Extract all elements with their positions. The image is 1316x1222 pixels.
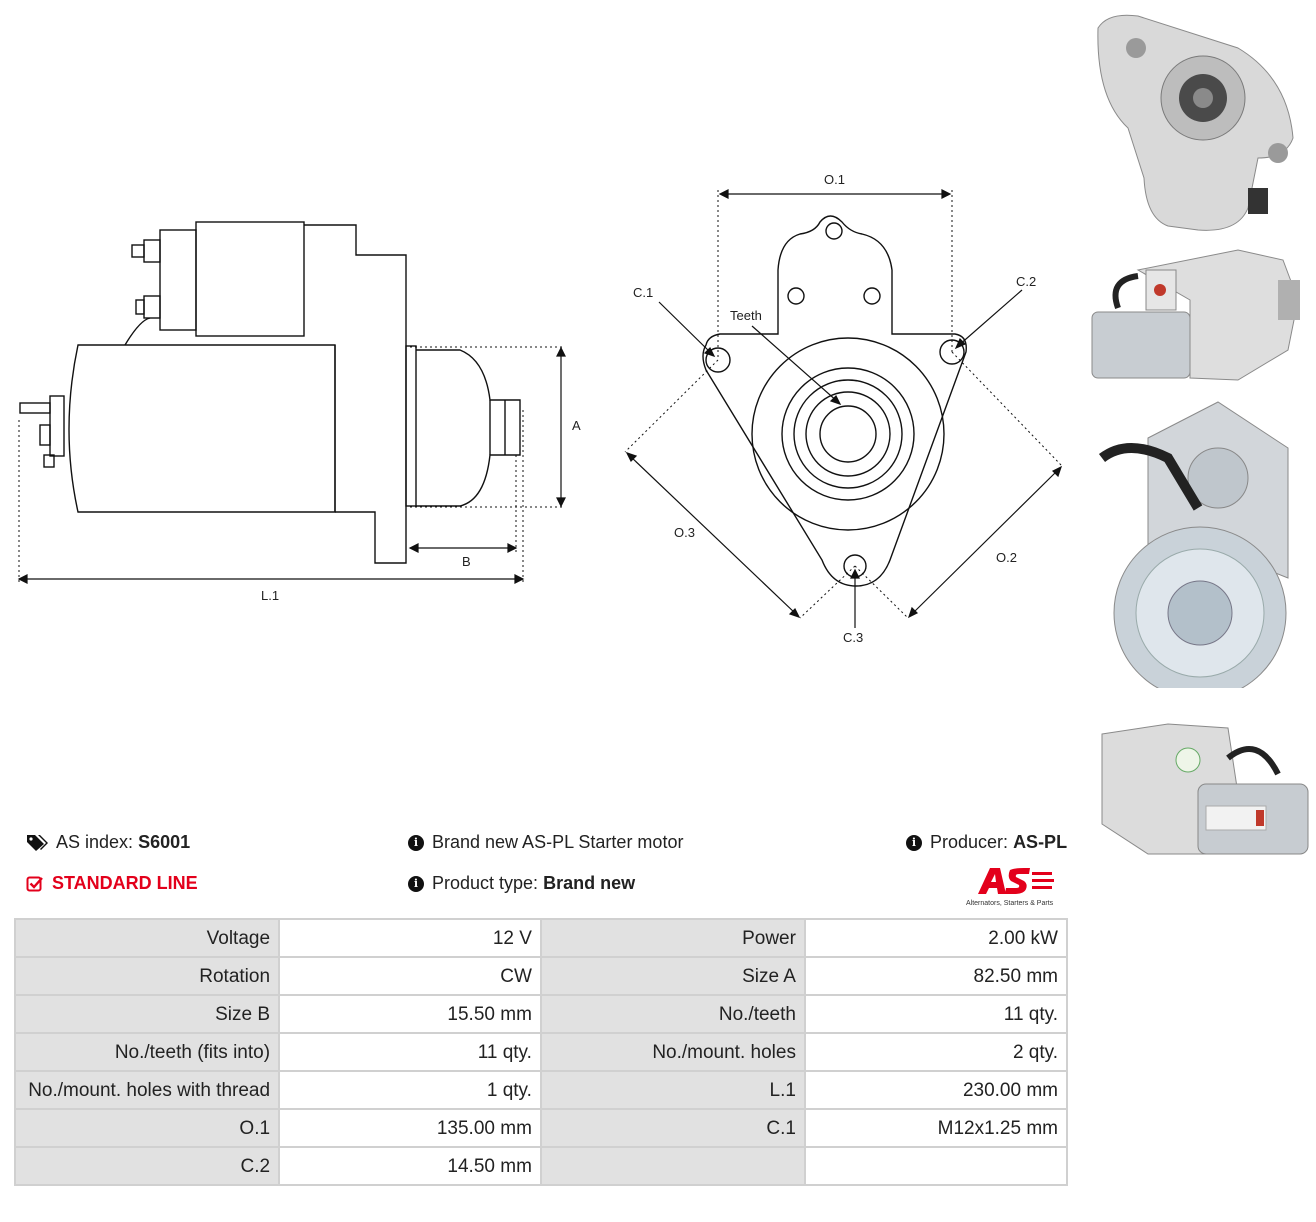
- product-type-value: Brand new: [543, 873, 636, 893]
- as-index-value: S6001: [138, 832, 191, 852]
- as-pl-logo-mark: Alternators, Starters & Parts: [966, 868, 1054, 907]
- dimension-b-label: B: [462, 554, 471, 569]
- dimension-a-label: A: [572, 418, 581, 433]
- spec-value: 11 qty.: [280, 1034, 542, 1072]
- spec-value: [805, 1148, 1068, 1186]
- spec-value: 2.00 kW: [805, 918, 1068, 958]
- starter-side-view-photo[interactable]: [1088, 240, 1310, 388]
- tags-icon: [27, 834, 48, 851]
- spec-label: No./teeth (fits into): [14, 1034, 281, 1072]
- check-square-icon: [26, 876, 43, 891]
- spec-value: 14.50 mm: [280, 1148, 542, 1186]
- dimension-o3-label: O.3: [674, 525, 695, 540]
- spec-label: Voltage: [14, 918, 281, 958]
- info-icon: i: [408, 834, 424, 851]
- spec-value: 82.50 mm: [805, 958, 1068, 996]
- spec-value: 15.50 mm: [280, 996, 542, 1034]
- spec-label: Size B: [14, 996, 281, 1034]
- description-row: i Brand new AS-PL Starter motor: [408, 832, 683, 853]
- logo-tagline: Alternators, Starters & Parts: [966, 900, 1054, 907]
- as-pl-logo: Alternators, Starters & Parts: [964, 864, 1068, 908]
- spec-label: [541, 1148, 806, 1186]
- dimension-o2-label: O.2: [996, 550, 1017, 565]
- spec-label: O.1: [14, 1110, 281, 1148]
- spec-value: 2 qty.: [805, 1034, 1068, 1072]
- spec-label: Power: [541, 918, 806, 958]
- spec-label: Rotation: [14, 958, 281, 996]
- producer-row: i Producer: AS-PL: [906, 832, 1067, 853]
- spec-label: Size A: [541, 958, 806, 996]
- spec-value: 11 qty.: [805, 996, 1068, 1034]
- spec-label: L.1: [541, 1072, 806, 1110]
- spec-row: No./teeth (fits into)11 qty.No./mount. h…: [14, 1034, 1068, 1072]
- product-type-label: Product type:: [432, 873, 539, 893]
- product-description: Brand new AS-PL Starter motor: [432, 832, 684, 852]
- spec-value: 12 V: [280, 918, 542, 958]
- product-line: STANDARD LINE: [26, 873, 198, 894]
- starter-label-side-photo[interactable]: [1088, 714, 1310, 864]
- spec-label: C.2: [14, 1148, 281, 1186]
- dimension-c3-label: C.3: [843, 630, 863, 645]
- info-icon: i: [906, 834, 922, 851]
- spec-label: C.1: [541, 1110, 806, 1148]
- spec-value: M12x1.25 mm: [805, 1110, 1068, 1148]
- dimension-c1-label: C.1: [633, 285, 653, 300]
- starter-rear-view-photo[interactable]: [1088, 398, 1310, 688]
- teeth-label: Teeth: [730, 308, 762, 323]
- producer-value: AS-PL: [1013, 832, 1068, 852]
- product-type-row: i Product type: Brand new: [408, 873, 635, 894]
- info-icon: i: [408, 875, 424, 892]
- dimension-l1-label: L.1: [261, 588, 279, 603]
- as-index: AS index: S6001: [26, 832, 190, 853]
- technical-drawing: A B L.1: [17, 172, 1063, 645]
- spec-label: No./mount. holes: [541, 1034, 806, 1072]
- spec-value: 135.00 mm: [280, 1110, 542, 1148]
- dimension-o1-label: O.1: [824, 172, 845, 187]
- as-index-label: AS index:: [56, 832, 134, 852]
- spec-value: 230.00 mm: [805, 1072, 1068, 1110]
- standard-line-label: STANDARD LINE: [52, 873, 198, 893]
- starter-front-view-photo[interactable]: [1088, 8, 1310, 240]
- dimension-c2-label: C.2: [1016, 274, 1036, 289]
- spec-value: CW: [280, 958, 542, 996]
- spec-label: No./teeth: [541, 996, 806, 1034]
- spec-value: 1 qty.: [280, 1072, 542, 1110]
- spec-label: No./mount. holes with thread: [14, 1072, 281, 1110]
- producer-label: Producer:: [930, 832, 1009, 852]
